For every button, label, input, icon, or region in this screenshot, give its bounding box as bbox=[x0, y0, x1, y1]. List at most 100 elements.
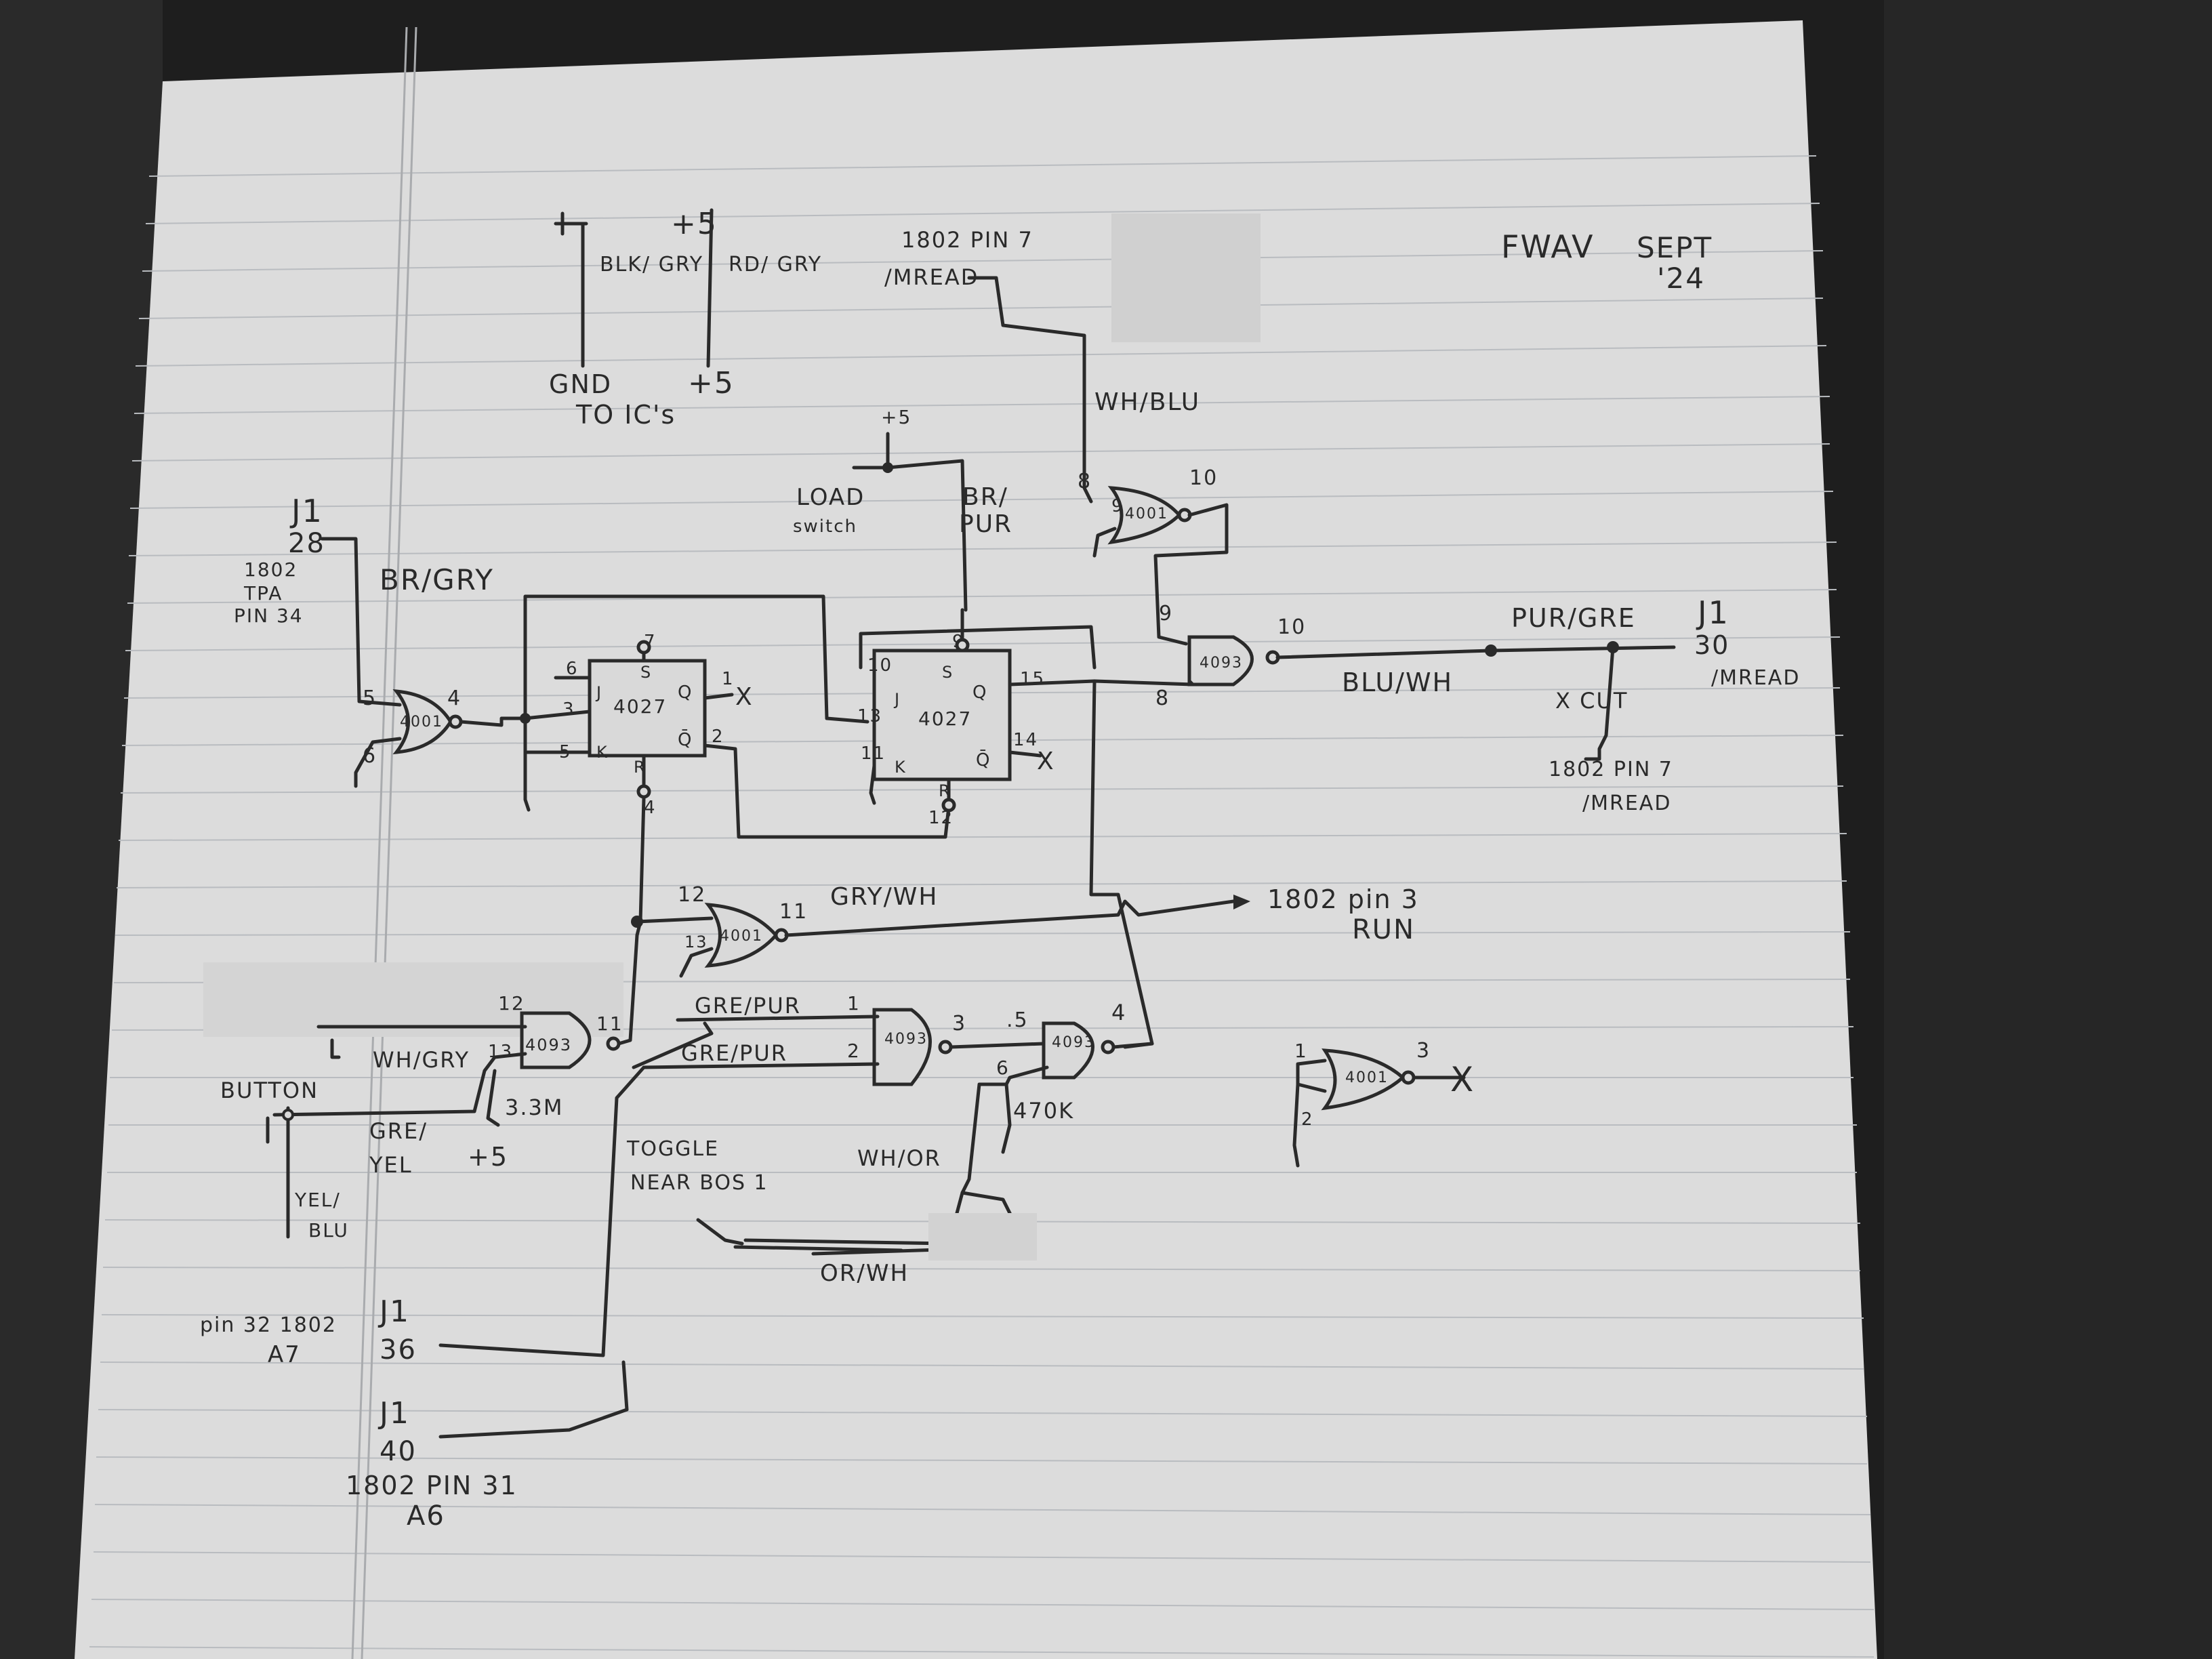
load-label-2: switch bbox=[793, 516, 857, 537]
to-ics-label: TO IC's bbox=[575, 400, 676, 430]
button-v5: +5 bbox=[468, 1142, 508, 1172]
load-v5-label: +5 bbox=[881, 406, 912, 428]
nor-run-pin11: 11 bbox=[779, 900, 808, 924]
toggle-label-2: NEAR BOS 1 bbox=[630, 1171, 769, 1195]
output-to-signal: /MREAD bbox=[1582, 792, 1671, 815]
nand-out-chip: 4093 bbox=[1200, 655, 1243, 672]
button-wire-2b: YEL bbox=[369, 1152, 413, 1178]
button-section: 4093 12 13 11 BUTTON WH/GRY GRE/ YEL 3.3… bbox=[203, 933, 639, 1242]
nor-gate-a: 4001 5 6 4 bbox=[354, 687, 527, 788]
nand-wire-1: GRE/PUR bbox=[695, 993, 801, 1019]
nor-a-pin4: 4 bbox=[447, 687, 462, 710]
v5-bottom-label: +5 bbox=[688, 366, 735, 401]
j1-tpa-connector: J1 bbox=[289, 493, 323, 529]
j1-tpa-pin: 28 bbox=[288, 528, 325, 559]
redaction-patch-top bbox=[1111, 213, 1261, 342]
nor-spare-chip: 4001 bbox=[1345, 1069, 1389, 1086]
load-switch: +5 LOAD switch BR/ PUR bbox=[793, 406, 1012, 612]
ffa-pin3: 3 bbox=[562, 699, 575, 720]
address-inputs: pin 32 1802 A7 J1 36 J1 40 1802 PIN 31 A… bbox=[200, 1294, 516, 1532]
nor-a-chip: 4001 bbox=[400, 714, 443, 731]
toggle-wire-bottom: OR/WH bbox=[820, 1260, 909, 1287]
output-wire-top: PUR/GRE bbox=[1511, 603, 1636, 633]
ffa-Q: Q bbox=[678, 682, 693, 703]
button-wire-3b: BLU bbox=[308, 1219, 349, 1242]
ffb-pin11: 11 bbox=[861, 743, 886, 764]
output-signal: /MREAD bbox=[1711, 666, 1800, 690]
nand-right-pin5: .5 bbox=[1006, 1008, 1029, 1032]
a7-signal: A7 bbox=[268, 1341, 301, 1368]
load-label-1: LOAD bbox=[796, 484, 865, 511]
ffb-chip: 4027 bbox=[918, 708, 972, 730]
tpa-wire-color: BR/GRY bbox=[380, 563, 494, 596]
nand-out-pin9: 9 bbox=[1159, 602, 1173, 626]
load-wire-1: BR/ bbox=[962, 483, 1008, 511]
gnd-label: GND bbox=[549, 369, 612, 399]
nor-run-pin12: 12 bbox=[678, 883, 706, 907]
ffa-J: J bbox=[595, 683, 602, 702]
ffb-J: J bbox=[893, 690, 901, 709]
output-section: PUR/GRE BLU/WH J1 30 /MREAD X CUT 1802 P… bbox=[1342, 594, 1800, 815]
ffa-pin4: 4 bbox=[644, 798, 657, 818]
nor-run-chip: 4001 bbox=[720, 928, 763, 945]
nand-out-pin10: 10 bbox=[1277, 615, 1306, 639]
nor-top-chip: 4001 bbox=[1125, 506, 1168, 523]
ffa-pin2: 2 bbox=[712, 726, 724, 747]
v5-top-label: +5 bbox=[671, 207, 718, 241]
ffa-q-unused: X bbox=[735, 683, 754, 711]
j1-pin40: 40 bbox=[380, 1436, 417, 1467]
toggle-wire-top: WH/OR bbox=[857, 1145, 941, 1171]
nor-spare-pin1: 1 bbox=[1294, 1040, 1308, 1062]
ffb-pin14: 14 bbox=[1013, 730, 1038, 750]
tpa-input: J1 28 1802 TPA PIN 34 BR/GRY bbox=[234, 493, 494, 707]
run-node bbox=[631, 916, 643, 928]
nor-gate-spare: 4001 1 2 3 X bbox=[1292, 1039, 1473, 1168]
nand-gate-output: 4093 9 8 10 bbox=[1155, 602, 1676, 761]
output-connector: J1 bbox=[1696, 594, 1729, 631]
nand-btn-pin11: 11 bbox=[596, 1012, 623, 1035]
ffa-clock-node bbox=[520, 713, 531, 724]
button-contact bbox=[282, 1109, 294, 1121]
run-wire-color: GRY/WH bbox=[830, 883, 938, 911]
toggle-resistor: 470K bbox=[1013, 1098, 1074, 1124]
nand-gate-mid: 4093 1 2 3 GRE/PUR GRE/PUR bbox=[438, 992, 1046, 1439]
toggle-section: TOGGLE NEAR BOS 1 WH/OR OR/WH bbox=[626, 1137, 1037, 1287]
ffb-pin10: 10 bbox=[867, 655, 893, 676]
ffb-qbar-unused: X bbox=[1037, 747, 1055, 775]
load-wire-2: PUR bbox=[959, 510, 1012, 538]
background-right bbox=[1884, 0, 2212, 1659]
output-wire-bottom: BLU/WH bbox=[1342, 668, 1453, 697]
ffa-pin6: 6 bbox=[566, 659, 579, 679]
v5-wire-color: RD/ GRY bbox=[729, 253, 822, 276]
redaction-patch-toggle bbox=[928, 1213, 1037, 1261]
load-switch-node bbox=[882, 462, 893, 473]
ffb-Qbar: Q̄ bbox=[976, 749, 991, 771]
button-wire-3a: YEL/ bbox=[294, 1189, 341, 1211]
top-pin-label: 1802 PIN 7 bbox=[901, 227, 1033, 253]
nand-btn-chip: 4093 bbox=[525, 1036, 572, 1054]
flipflop-a: 4027 S J K R Q Q̄ 7 6 3 5 1 2 4 X bbox=[520, 594, 951, 937]
ffa-K: K bbox=[596, 743, 609, 762]
j1-a7-connector: J1 bbox=[377, 1294, 410, 1329]
nand-right-chip: 4093 bbox=[1052, 1034, 1095, 1051]
paper-sheet bbox=[75, 20, 1877, 1659]
tpa-pin-name: PIN 34 bbox=[234, 605, 304, 627]
nor-a-pin6: 6 bbox=[363, 744, 377, 768]
nor-gate-run: 4001 12 13 11 GRY/WH 1802 pin 3 RUN bbox=[631, 883, 1418, 978]
signature: FWAV bbox=[1501, 228, 1594, 265]
nor-top-pin8: 8 bbox=[1078, 470, 1092, 493]
tpa-chip: 1802 bbox=[244, 558, 298, 581]
j1-pin36: 36 bbox=[380, 1334, 417, 1366]
run-signal: RUN bbox=[1352, 914, 1415, 945]
nor-gate-top: 4001 8 9 10 bbox=[1078, 466, 1229, 646]
date-month: SEPT bbox=[1637, 231, 1713, 264]
nor-top-pin10: 10 bbox=[1189, 466, 1218, 490]
nor-run-pin13: 13 bbox=[684, 933, 708, 951]
a7-pin-label: pin 32 1802 bbox=[200, 1313, 337, 1337]
nand-gate-right: 4093 .5 6 4 470K bbox=[960, 1000, 1154, 1195]
output-to-pin: 1802 PIN 7 bbox=[1549, 758, 1673, 781]
ruled-lines bbox=[89, 26, 1875, 1659]
output-node-1 bbox=[1485, 644, 1497, 657]
ffb-K: K bbox=[895, 758, 907, 777]
